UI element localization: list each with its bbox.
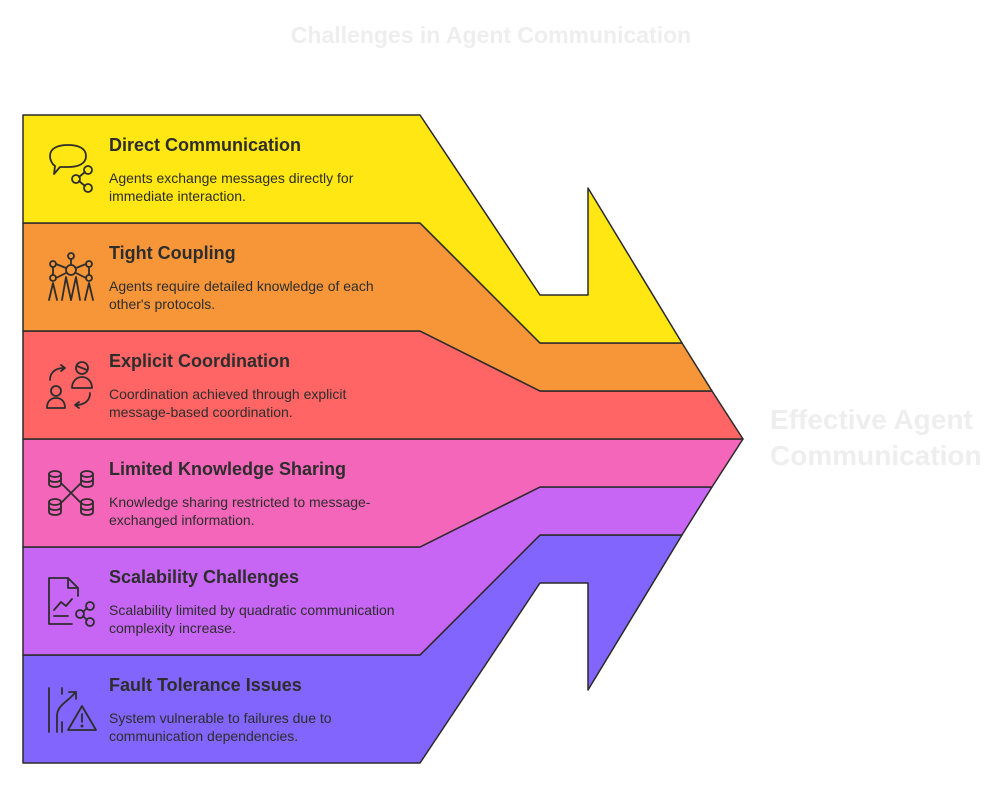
item-description-direct-communication: Agents exchange messages directly for im… <box>109 170 354 204</box>
item-title-explicit-coordination: Explicit Coordination <box>109 351 291 371</box>
goal-label: Effective Agent Communication <box>770 404 982 471</box>
band-direct-communication <box>22 114 683 344</box>
network-people-icon <box>44 250 98 304</box>
diagram-title: Challenges in Agent Communication <box>290 22 692 48</box>
chat-share-icon <box>44 142 98 196</box>
item-title-direct-communication: Direct Communication <box>109 135 302 155</box>
item-description-tight-coupling: Agents require detailed knowledge of eac… <box>109 278 374 312</box>
item-description-fault-tolerance-issues: System vulnerable to failures due to com… <box>109 710 332 744</box>
warning-path-icon <box>44 682 98 736</box>
item-title-tight-coupling: Tight Coupling <box>109 243 236 263</box>
item-title-scalability-challenges: Scalability Challenges <box>109 567 300 587</box>
item-title-limited-knowledge-sharing: Limited Knowledge Sharing <box>109 459 347 479</box>
item-description-explicit-coordination: Coordination achieved through explicit m… <box>109 386 347 420</box>
item-title-fault-tolerance-issues: Fault Tolerance Issues <box>109 675 302 695</box>
item-description-limited-knowledge-sharing: Knowledge sharing restricted to message-… <box>109 494 371 528</box>
chart-share-icon <box>44 574 98 628</box>
item-description-scalability-challenges: Scalability limited by quadratic communi… <box>109 602 395 636</box>
people-exchange-icon <box>44 358 98 412</box>
database-network-icon <box>44 466 98 520</box>
